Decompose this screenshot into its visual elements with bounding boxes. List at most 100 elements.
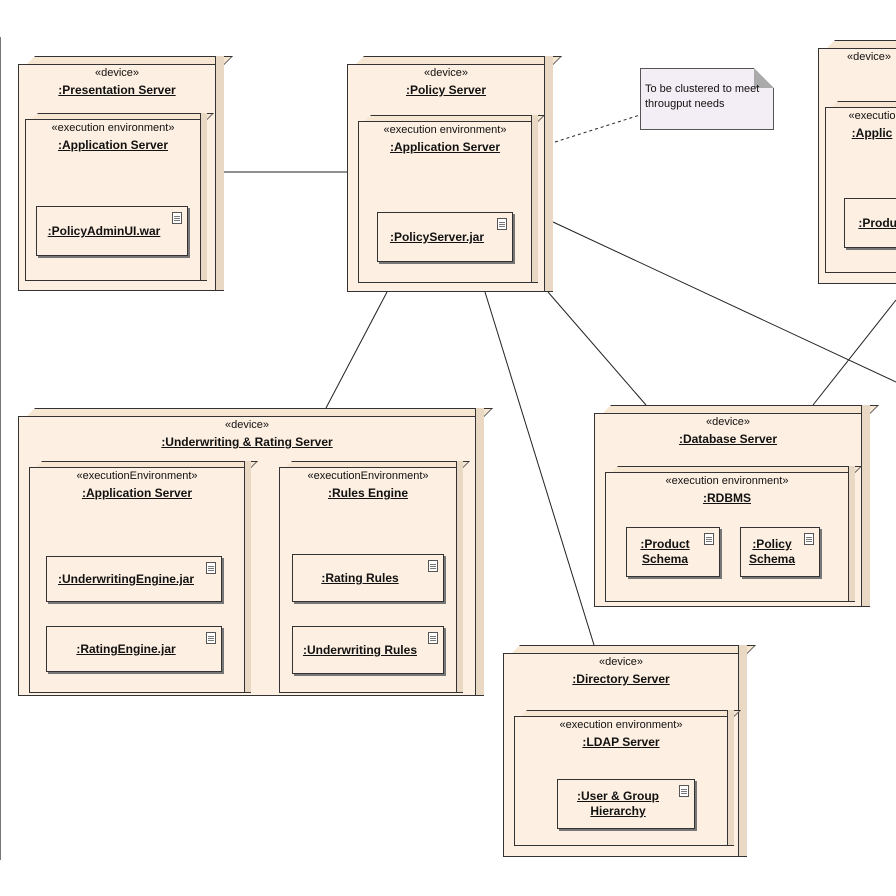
document-icon — [428, 632, 438, 644]
node-directory-server-face: «device» :Directory Server «execution envi… — [503, 653, 741, 857]
node-product-server-stereotype: «device» — [846, 51, 892, 63]
note-fold — [754, 68, 774, 88]
node-product-server: «device»«executio:Applic:Produc — [818, 40, 896, 284]
node-underwriting-rating-server: «device» :Underwriting & Rating Server «ex… — [18, 408, 493, 696]
env-product-app-server-face: «executio:Applic:Produc — [825, 107, 896, 273]
env-ldap-server: «execution environment»:LDAP Server:User… — [514, 710, 741, 846]
env-presentation-app-server-stereotype: «execution environment» — [51, 122, 175, 134]
node-database-server-stereotype: «device» — [705, 416, 751, 428]
env-rules-engine-stereotype: «executionEnvironment» — [307, 470, 429, 482]
node-underwriting-rating-server-side-face — [475, 408, 484, 696]
env-rdbms: «execution environment»:RDBMS:Product Sc… — [605, 466, 862, 602]
note-clustering: To be clustered to meet througput needs — [640, 68, 774, 130]
document-icon — [206, 632, 216, 644]
node-policy-server-stereotype: «device» — [423, 67, 469, 79]
artifact-underwritingengine-jar-face — [46, 556, 222, 602]
document-icon — [679, 785, 689, 797]
node-underwriting-rating-server-face: «device» :Underwriting & Rating Server «ex… — [18, 416, 476, 696]
artifact-ratingengine-jar: :RatingEngine.jar — [46, 626, 222, 672]
wire-policy-offscreen — [552, 221, 896, 383]
document-icon — [206, 562, 216, 574]
env-ldap-server-side-face — [727, 710, 734, 846]
node-directory-server: «device» :Directory Server «execution envi… — [503, 645, 756, 857]
env-policy-app-server-stereotype: «execution environment» — [383, 124, 507, 136]
artifact-underwritingengine-jar: :UnderwritingEngine.jar — [46, 556, 222, 602]
left-frame-border — [0, 37, 1, 860]
artifact-user-group-hierarchy: :User & Group Hierarchy — [557, 779, 695, 829]
env-rdbms-side-face — [848, 466, 855, 602]
artifact-policy-schema-label: :Policy Schema — [748, 537, 796, 566]
document-icon — [428, 560, 438, 572]
env-product-app-server-stereotype: «executio — [848, 110, 896, 122]
note-text: To be clustered to meet througput needs — [645, 82, 759, 112]
artifact-policy-schema: :Policy Schema — [740, 527, 820, 577]
node-presentation-server-side-face — [215, 56, 224, 291]
env-product-app-server: «executio:Applic:Produc — [825, 101, 896, 273]
note-line: To be clustered to meet — [645, 83, 760, 95]
env-uw-app-server-face: «executionEnvironment»:Application Serve… — [29, 467, 245, 693]
node-database-server-side-face — [861, 405, 870, 607]
node-policy-server-side-face — [544, 56, 553, 292]
node-directory-server-side-face — [738, 645, 747, 857]
wire-policy-underwriting — [325, 291, 388, 409]
env-policy-app-server-face: «execution environment» :Application Serv… — [358, 121, 532, 283]
env-rules-engine-side-face — [456, 461, 463, 693]
artifact-ratingengine-jar-label: :RatingEngine.jar — [76, 642, 176, 656]
artifact-policyadminui-war: :PolicyAdminUI.war — [36, 206, 188, 256]
artifact-policyadminui-war-face — [36, 206, 188, 256]
env-presentation-app-server-name: :Application Server — [57, 138, 169, 152]
artifact-user-group-hierarchy-label: :User & Group Hierarchy — [576, 789, 659, 818]
artifact-product-face — [844, 198, 896, 248]
node-product-server-face: «device»«executio:Applic:Produc — [818, 48, 896, 284]
wire-policy-note — [554, 114, 641, 143]
node-underwriting-rating-server-stereotype: «device» — [224, 419, 270, 431]
env-rules-engine-face: «executionEnvironment» :Rules Engine :Rati… — [279, 467, 457, 693]
env-presentation-app-server: «execution environment» :Application Serv… — [25, 113, 214, 281]
document-icon — [497, 218, 507, 230]
node-presentation-server-name: :Presentation Server — [58, 83, 176, 97]
artifact-policyserver-jar-face — [377, 212, 513, 262]
node-presentation-server-face: «device» :Presentation Server «execution e… — [18, 64, 216, 291]
node-directory-server-name: :Directory Server — [572, 672, 670, 686]
artifact-rating-rules-label: :Rating Rules — [321, 571, 399, 585]
document-icon — [172, 212, 182, 224]
env-policy-app-server: «execution environment» :Application Serv… — [358, 115, 545, 283]
node-presentation-server-stereotype: «device» — [94, 67, 140, 79]
env-policy-app-server-name: :Application Server — [389, 140, 501, 154]
node-policy-server: «device»:Policy Server«execution environ… — [347, 56, 562, 292]
artifact-policyserver-jar-label: :PolicyServer.jar — [389, 230, 485, 244]
node-underwriting-rating-server-name: :Underwriting & Rating Server — [161, 435, 333, 449]
artifact-underwriting-rules-label: :Underwriting Rules — [302, 643, 417, 657]
artifact-rating-rules: :Rating Rules — [292, 554, 444, 602]
artifact-ratingengine-jar-face — [46, 626, 222, 672]
env-uw-app-server-name: :Application Server — [81, 486, 193, 500]
env-presentation-app-server-face: «execution environment» :Application Serv… — [25, 119, 201, 281]
artifact-user-group-hierarchy-face — [557, 779, 695, 829]
env-product-app-server-name: :Applic — [851, 126, 893, 140]
env-ldap-server-name: :LDAP Server — [582, 735, 660, 749]
note-line: througput needs — [645, 98, 725, 110]
artifact-product-schema: :Product Schema — [626, 527, 720, 577]
env-presentation-app-server-side-face — [200, 113, 207, 281]
document-icon — [804, 533, 814, 545]
env-rules-engine-name: :Rules Engine — [327, 486, 408, 500]
env-ldap-server-face: «execution environment»:LDAP Server:User… — [514, 716, 728, 846]
env-rdbms-stereotype: «execution environment» — [665, 475, 789, 487]
env-rules-engine: «executionEnvironment» :Rules Engine :Rati… — [279, 461, 470, 693]
artifact-underwriting-rules: :Underwriting Rules — [292, 626, 444, 674]
node-policy-server-face: «device»:Policy Server«execution environ… — [347, 64, 545, 292]
wire-policy-database — [547, 291, 647, 406]
artifact-policyadminui-war-label: :PolicyAdminUI.war — [47, 224, 161, 238]
env-policy-app-server-side-face — [531, 115, 538, 283]
wire-database-product — [812, 299, 896, 406]
artifact-rating-rules-face — [292, 554, 444, 602]
wire-policy-directory — [484, 291, 595, 646]
artifact-underwriting-rules-face — [292, 626, 444, 674]
env-rdbms-face: «execution environment»:RDBMS:Product Sc… — [605, 472, 849, 602]
env-uw-app-server-side-face — [244, 461, 251, 693]
artifact-product-schema-label: :Product Schema — [640, 537, 690, 566]
node-presentation-server: «device» :Presentation Server «execution e… — [18, 56, 233, 291]
node-directory-server-stereotype: «device» — [598, 656, 644, 668]
